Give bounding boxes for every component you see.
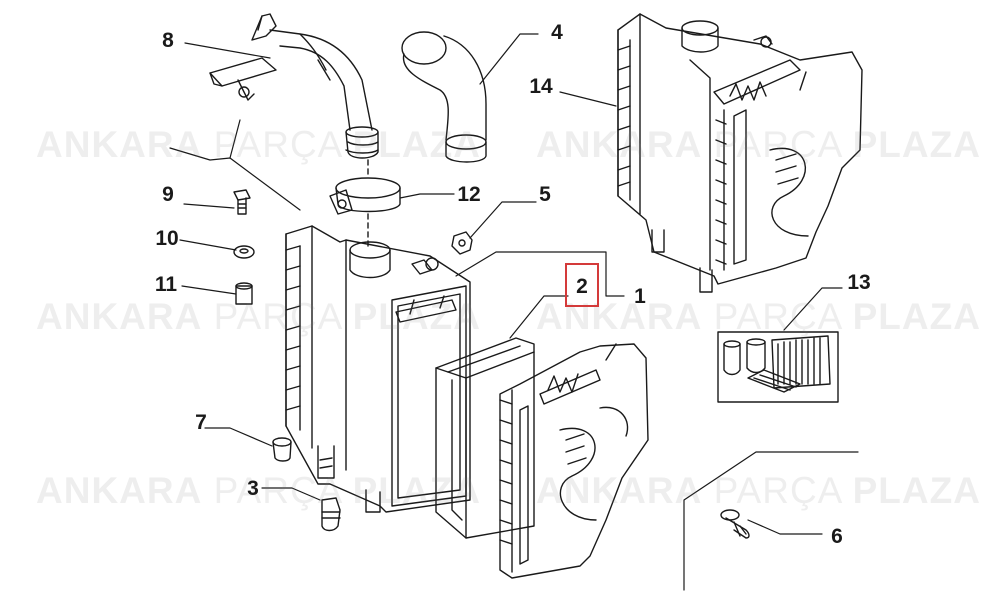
callout-8: 8 — [162, 29, 174, 52]
fitting-3 — [321, 497, 341, 532]
screw-6 — [720, 509, 750, 539]
callout-7: 7 — [195, 411, 207, 434]
nut-11 — [235, 282, 253, 305]
air-filter-housing-body — [285, 225, 471, 513]
callout-2[interactable]: 2 — [576, 275, 588, 298]
callout-6: 6 — [831, 525, 843, 548]
nut-5 — [451, 231, 473, 255]
callout-1: 1 — [634, 285, 646, 308]
air-filter-assembly — [617, 13, 863, 293]
callout-4: 4 — [551, 21, 563, 44]
callout-5: 5 — [539, 183, 551, 206]
housing-cover — [499, 343, 649, 579]
washer-10 — [233, 245, 255, 259]
callout-10: 10 — [155, 227, 179, 250]
bolt-9 — [233, 189, 251, 215]
leader-lines — [169, 33, 859, 591]
callout-13: 13 — [847, 271, 871, 294]
air-duct-elbow — [401, 31, 487, 163]
highlight-box — [565, 263, 599, 307]
filter-element — [435, 337, 535, 539]
callout-9: 9 — [162, 183, 174, 206]
callout-12: 12 — [457, 183, 481, 206]
callout-3: 3 — [247, 477, 259, 500]
filter-kit-box — [717, 331, 839, 403]
grommet-7 — [272, 437, 292, 462]
callout-11: 11 — [154, 273, 178, 296]
intake-hose-with-bracket — [209, 13, 401, 251]
callout-14: 14 — [529, 75, 553, 98]
